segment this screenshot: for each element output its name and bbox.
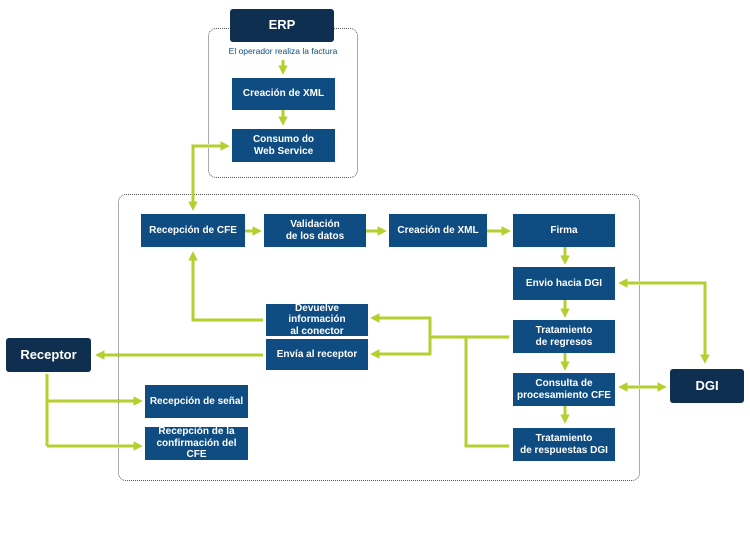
erp-header: ERP	[230, 9, 334, 42]
query-cfe-node: Consulta de procesamiento CFE	[513, 373, 615, 406]
signal-reception-node: Recepción de señal	[145, 385, 248, 418]
arrow-ws-reception	[188, 141, 230, 211]
confirmation-reception-node: Recepción de la confirmación del CFE	[145, 426, 248, 460]
responses-dgi-node: Tratamiento de respuestas DGI	[513, 428, 615, 461]
returns-node: Tratamiento de regresos	[513, 320, 615, 353]
erp-create-xml-node: Creación de XML	[232, 78, 335, 110]
erp-consume-ws-node: Consumo do Web Service	[232, 129, 335, 162]
dgi-header: DGI	[670, 369, 744, 403]
send-receiver-node: Envía al receptor	[266, 339, 368, 370]
reception-cfe-node: Recepción de CFE	[141, 214, 245, 247]
create-xml-node: Creación de XML	[389, 214, 487, 247]
arrow-send-dgi	[618, 278, 710, 364]
send-dgi-node: Envio hacia DGI	[513, 267, 615, 300]
branch-top	[370, 313, 466, 339]
return-info-node: Devuelve información al conector	[266, 303, 368, 337]
erp-caption: El operador realiza la factura	[228, 46, 338, 56]
receptor-header: Receptor	[6, 338, 91, 372]
sign-node: Firma	[513, 214, 615, 247]
trunk-returns	[464, 335, 509, 448]
arrow-return-info-to-reception	[188, 251, 263, 322]
validation-node: Validación de los datos	[264, 214, 366, 247]
branch-bottom	[370, 337, 432, 359]
